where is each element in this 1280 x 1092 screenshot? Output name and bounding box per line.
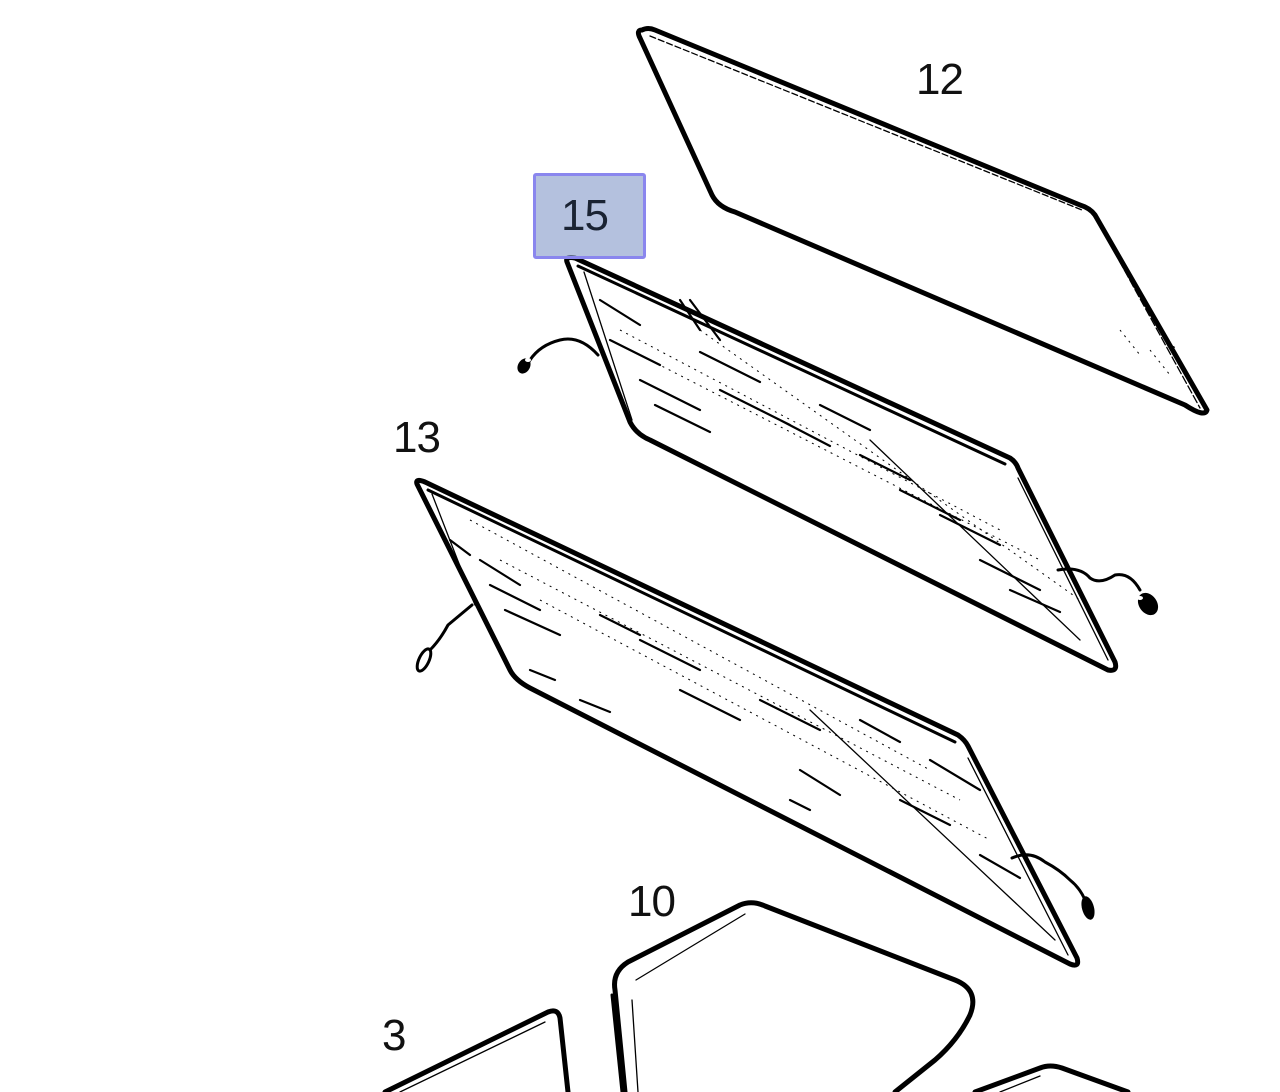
callout-13[interactable]: 13 [393, 413, 441, 462]
wire-connector-right-13 [1010, 853, 1095, 920]
part-15-heated-glass-panel[interactable] [515, 255, 1162, 673]
wire-connector-right [1056, 567, 1159, 616]
callout-12[interactable]: 12 [916, 55, 964, 104]
callout-15-selected[interactable]: 15 [533, 173, 646, 259]
callout-3[interactable]: 3 [382, 1011, 407, 1060]
callout-10[interactable]: 10 [628, 877, 676, 926]
wire-connector-left [517, 337, 600, 374]
part-12-glass-panel[interactable] [635, 26, 1210, 416]
wire-connector-left-13 [415, 603, 474, 673]
part-3-triangular-glass[interactable] [382, 1008, 571, 1092]
part-13-heated-glass-panel[interactable] [414, 477, 1097, 968]
part-unlabeled-partial [972, 1063, 1131, 1092]
part-10-quarter-glass[interactable] [610, 900, 976, 1092]
